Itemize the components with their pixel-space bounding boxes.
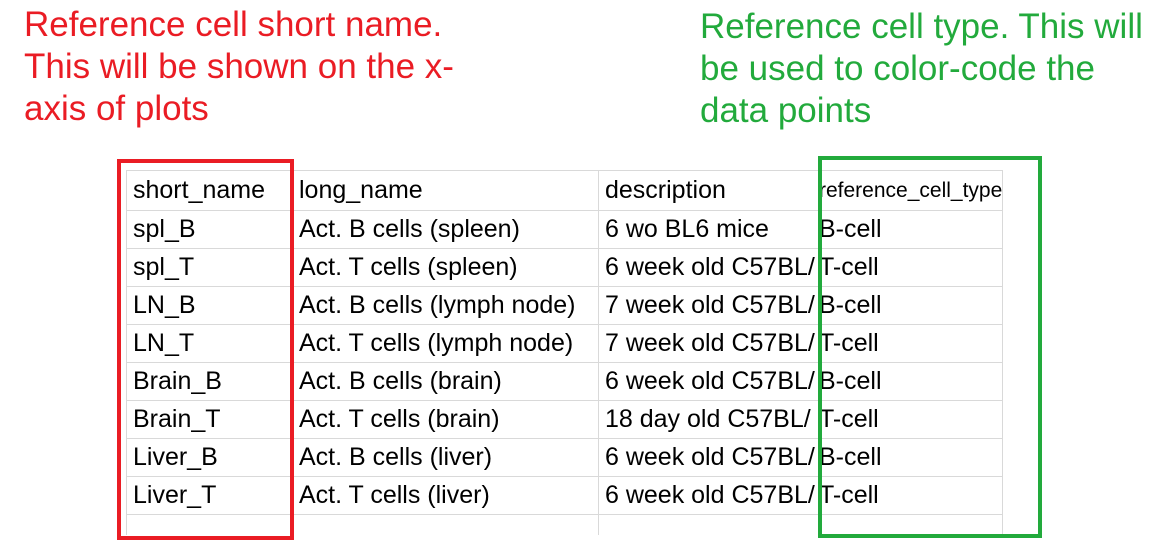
cell-reference-cell-type: T-cell <box>818 400 1004 439</box>
cell-reference-cell-type: B-cell <box>818 362 1004 401</box>
cell-long-name: Act. B cells (brain) <box>292 362 599 401</box>
header-short-name: short_name <box>126 170 293 211</box>
cell-type-annotation: Reference cell type. This will be used t… <box>700 7 1143 130</box>
cell-reference-cell-type: T-cell <box>818 248 1004 287</box>
table-row: Brain_T Act. T cells (brain) 18 day old … <box>126 400 1004 439</box>
table-row: Liver_T Act. T cells (liver) 6 week old … <box>126 476 1004 515</box>
table-row: spl_T Act. T cells (spleen) 6 week old C… <box>126 248 1004 287</box>
table-row: LN_T Act. T cells (lymph node) 7 week ol… <box>126 324 1004 363</box>
cell-short-name: Liver_T <box>126 476 293 515</box>
header-reference-cell-type: reference_cell_type <box>818 170 1004 211</box>
empty-row <box>126 514 1004 535</box>
cell-description: 18 day old C57BL/ <box>598 400 819 439</box>
cell-short-name: Brain_T <box>126 400 293 439</box>
table-row: Liver_B Act. B cells (liver) 6 week old … <box>126 438 1004 477</box>
cell-description: 6 week old C57BL/ <box>598 476 819 515</box>
cell-reference-cell-type: T-cell <box>818 324 1004 363</box>
empty-cell <box>598 514 819 535</box>
cell-description: 7 week old C57BL/ <box>598 286 819 325</box>
cell-description: 6 week old C57BL/ <box>598 248 819 287</box>
header-description: description <box>598 170 819 211</box>
empty-cell <box>818 514 1004 535</box>
cell-short-name: Liver_B <box>126 438 293 477</box>
cell-long-name: Act. B cells (liver) <box>292 438 599 477</box>
cell-long-name: Act. T cells (lymph node) <box>292 324 599 363</box>
cell-long-name: Act. B cells (spleen) <box>292 210 599 249</box>
table-row: spl_B Act. B cells (spleen) 6 wo BL6 mic… <box>126 210 1004 249</box>
cell-reference-cell-type: B-cell <box>818 210 1004 249</box>
short-name-annotation: Reference cell short name. This will be … <box>24 5 454 128</box>
table-row: Brain_B Act. B cells (brain) 6 week old … <box>126 362 1004 401</box>
cell-long-name: Act. B cells (lymph node) <box>292 286 599 325</box>
header-row: short_name long_name description referen… <box>126 170 1004 211</box>
empty-cell <box>292 514 599 535</box>
cell-reference-cell-type: B-cell <box>818 438 1004 477</box>
cell-description: 7 week old C57BL/ <box>598 324 819 363</box>
header-long-name: long_name <box>292 170 599 211</box>
cell-description: 6 wo BL6 mice <box>598 210 819 249</box>
cell-short-name: Brain_B <box>126 362 293 401</box>
cell-long-name: Act. T cells (spleen) <box>292 248 599 287</box>
empty-cell <box>126 514 293 535</box>
cell-short-name: spl_T <box>126 248 293 287</box>
cell-short-name: LN_B <box>126 286 293 325</box>
cell-short-name: spl_B <box>126 210 293 249</box>
cell-long-name: Act. T cells (brain) <box>292 400 599 439</box>
cell-reference-cell-type: T-cell <box>818 476 1004 515</box>
cell-reference-cell-type: B-cell <box>818 286 1004 325</box>
cell-description: 6 week old C57BL/ <box>598 438 819 477</box>
reference-cells-table: short_name long_name description referen… <box>126 170 1004 535</box>
cell-description: 6 week old C57BL/ <box>598 362 819 401</box>
table-row: LN_B Act. B cells (lymph node) 7 week ol… <box>126 286 1004 325</box>
cell-long-name: Act. T cells (liver) <box>292 476 599 515</box>
cell-short-name: LN_T <box>126 324 293 363</box>
